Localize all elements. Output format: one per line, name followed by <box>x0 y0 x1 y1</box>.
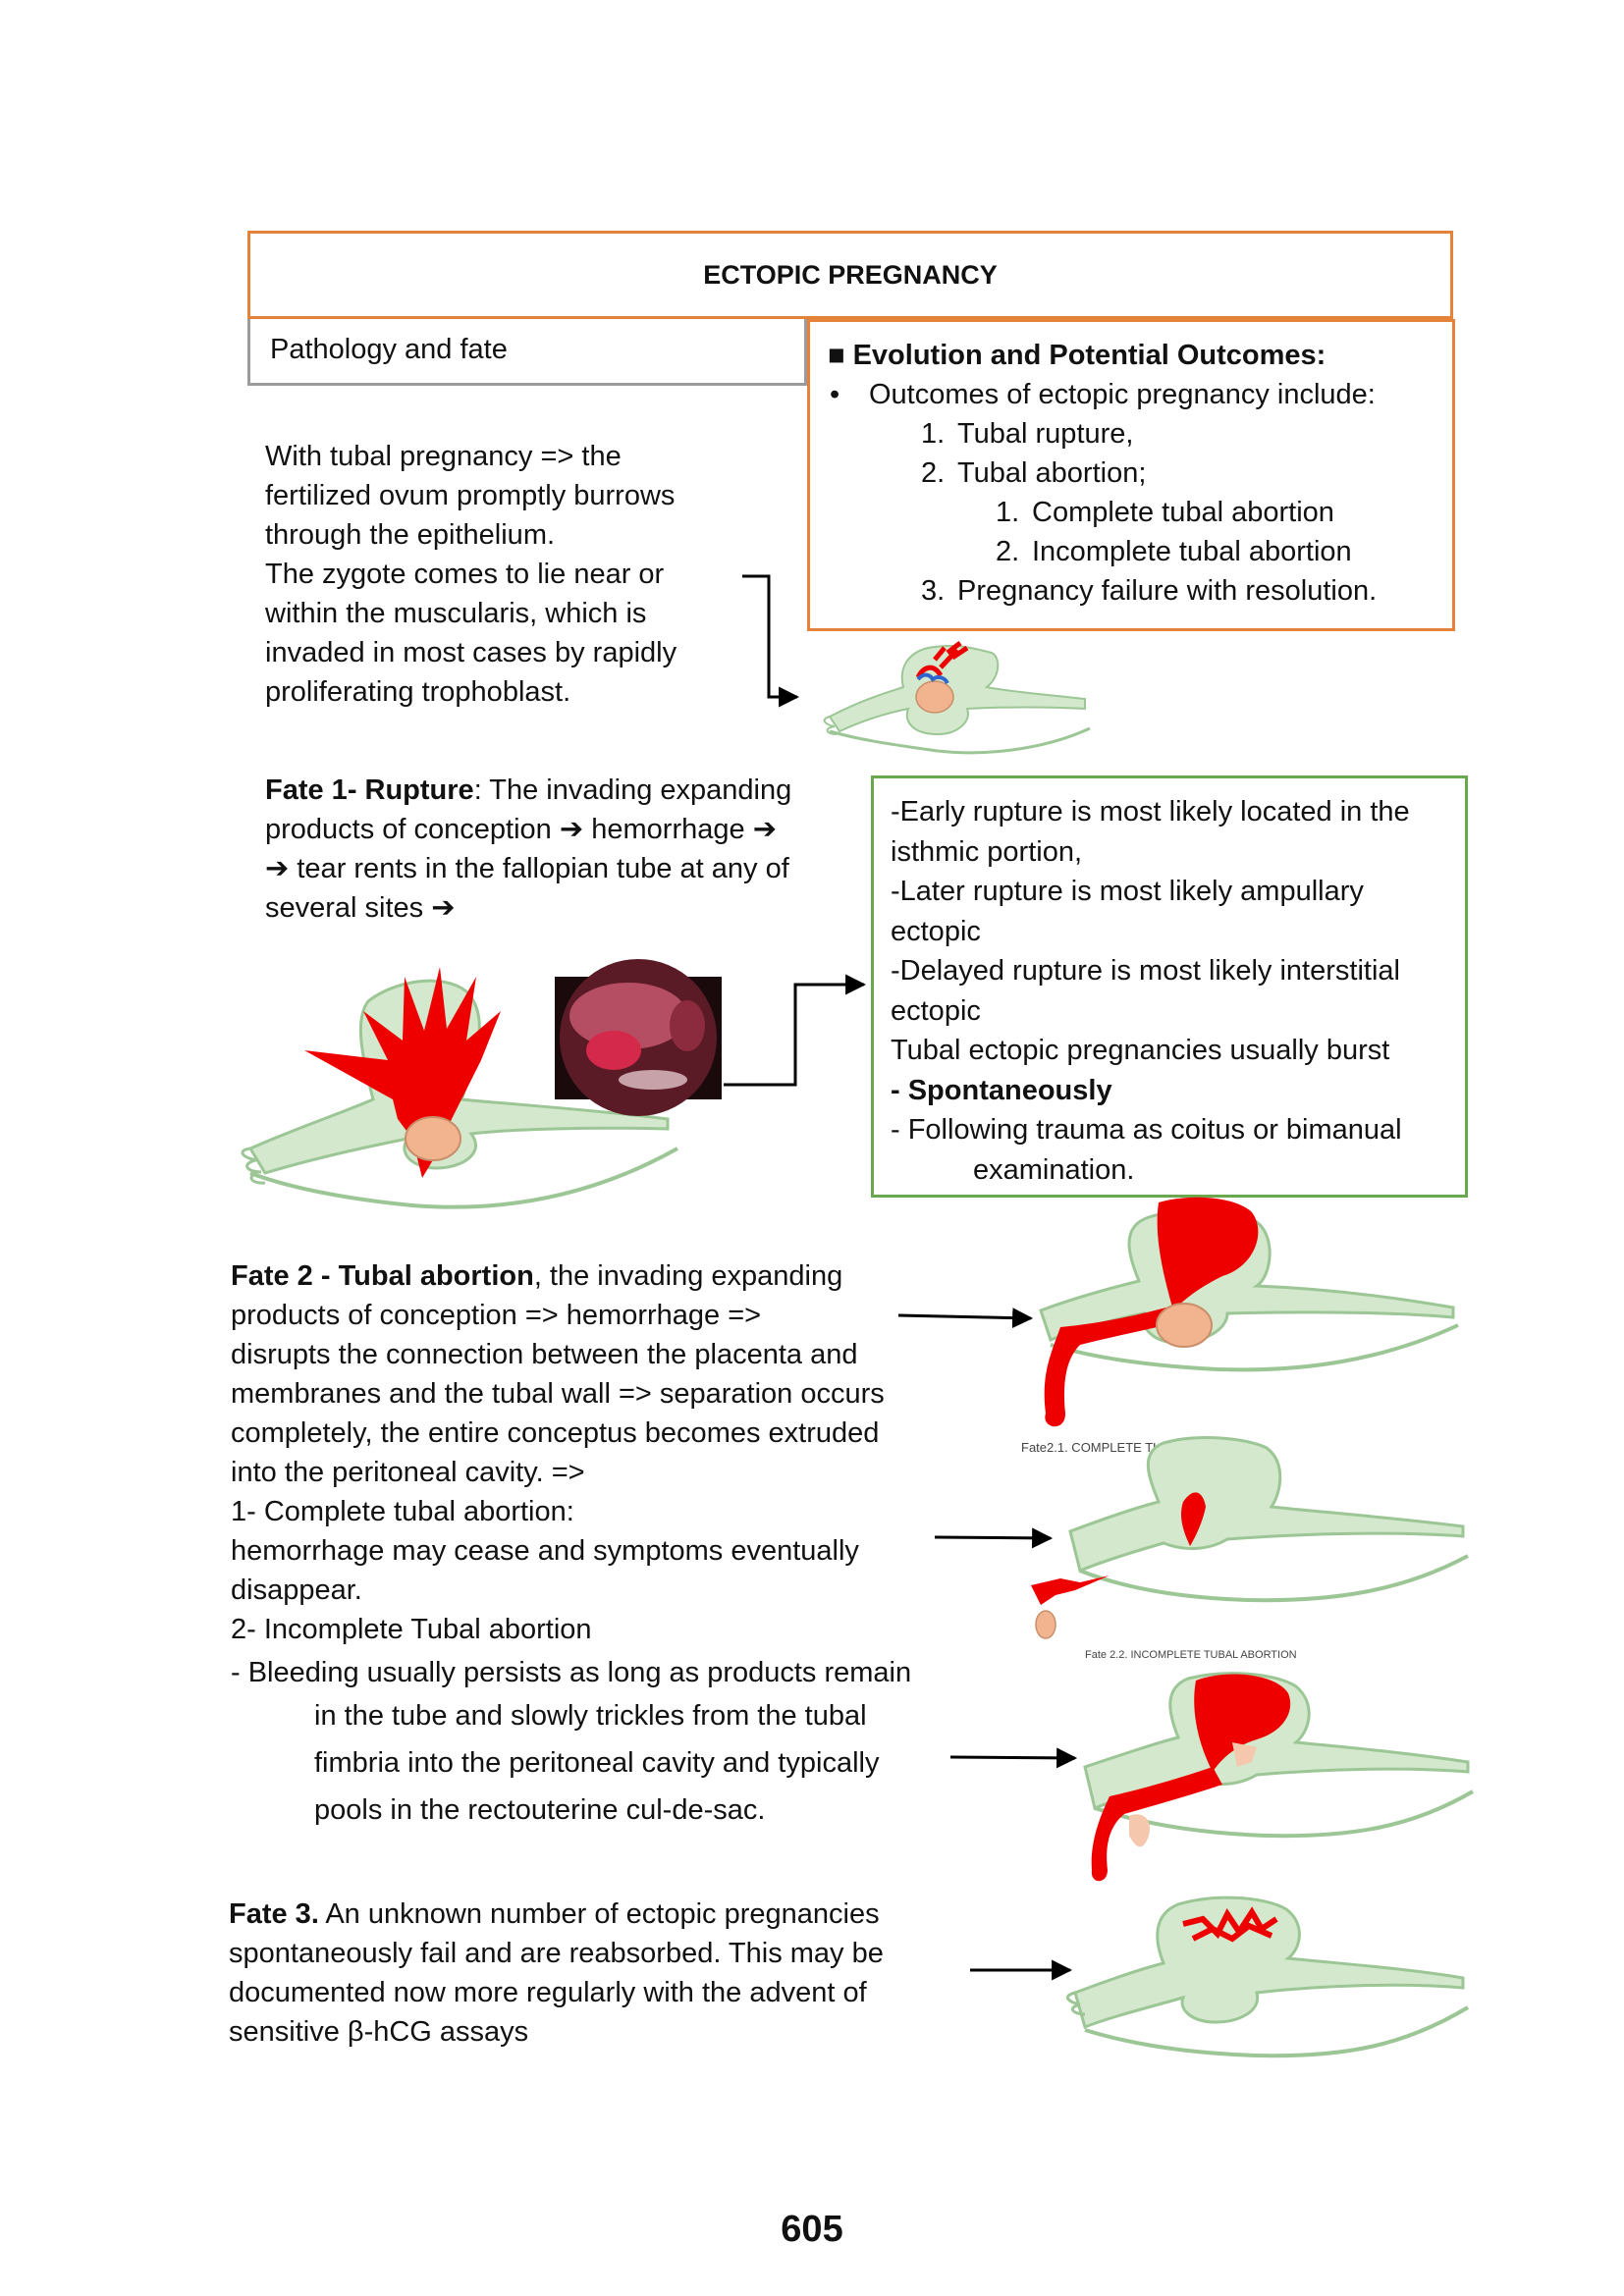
rupture-line: ectopic <box>891 915 981 947</box>
fate2-line: disrupts the connection between the plac… <box>231 1339 858 1370</box>
tube-diagram-incomplete-abortion-detail <box>1083 1672 1475 1882</box>
fate2-indent-line: fimbria into the peritoneal cavity and t… <box>314 1747 880 1779</box>
outcome-num: 2. <box>996 536 1020 567</box>
fate2-line: membranes and the tubal wall => separati… <box>231 1378 885 1410</box>
outcome-num: 2. <box>921 457 946 489</box>
fate2-heading: Fate 2 - Tubal abortion <box>231 1260 534 1292</box>
outcome-text: Pregnancy failure with resolution. <box>957 575 1378 607</box>
intro-line: fertilized ovum promptly burrows <box>265 480 676 511</box>
fate2-indent-line: in the tube and slowly trickles from the… <box>314 1700 867 1732</box>
tube-diagram-incomplete-abortion <box>1031 1436 1469 1639</box>
evolution-heading: ■ Evolution and Potential Outcomes: <box>828 340 1326 371</box>
fate2-paragraph: Fate 2 - Tubal abortion, the invading ex… <box>231 1256 911 1834</box>
outcome-item: 1. Tubal rupture, <box>828 414 1452 454</box>
outcome-num: 1. <box>921 418 946 450</box>
fate3-line: An unknown number of ectopic pregnancies <box>318 1898 880 1930</box>
outcome-item: 2. Tubal abortion; <box>828 454 1452 493</box>
rupture-line: isthmic portion, <box>891 835 1083 868</box>
fate3-line: documented now more regularly with the a… <box>229 1977 867 2008</box>
intro-line: within the muscularis, which is <box>265 598 647 629</box>
fate3-line: sensitive β-hCG assays <box>229 2016 529 2048</box>
outcome-num: 1. <box>996 497 1020 528</box>
evolution-intro: • Outcomes of ectopic pregnancy include: <box>828 375 1452 414</box>
rupture-line: - Following trauma as coitus or bimanual <box>891 1114 1402 1146</box>
intro-line: proliferating trophoblast. <box>265 676 571 708</box>
caption-incomplete-abortion: Fate 2.2. INCOMPLETE TUBAL ABORTION <box>1085 1649 1297 1661</box>
fate2-line: into the peritoneal cavity. => <box>231 1457 585 1488</box>
fate2-line: hemorrhage may cease and symptoms eventu… <box>231 1535 859 1567</box>
intro-paragraph: With tubal pregnancy => the fertilized o… <box>265 437 677 712</box>
fate2-line: - Bleeding usually persists as long as p… <box>231 1657 912 1688</box>
fate1-heading: Fate 1- Rupture <box>265 774 474 806</box>
fate1-line: several sites <box>265 892 424 924</box>
fate1-line: : The invading expanding <box>473 774 792 806</box>
arrow-right-icon: ➔ <box>752 814 777 845</box>
fate1-line: tear rents in the fallopian tube at any … <box>297 853 789 884</box>
rupture-line: -Early rupture is most likely located in… <box>891 796 1410 828</box>
laparoscopy-photo <box>555 959 722 1116</box>
pathology-label: Pathology and fate <box>247 319 807 386</box>
tube-diagram-complete-abortion <box>1039 1197 1459 1427</box>
outcome-subitem: 2. Incomplete tubal abortion <box>828 532 1452 571</box>
fate2-line: 2- Incomplete Tubal abortion <box>231 1614 592 1645</box>
fate2-line: 1- Complete tubal abortion: <box>231 1496 574 1527</box>
fate1-paragraph: Fate 1- Rupture: The invading expanding … <box>265 771 791 928</box>
pointer-arrow <box>949 1747 1078 1769</box>
rupture-line: -Later rupture is most likely ampullary <box>891 876 1364 907</box>
fate2-line: disappear. <box>231 1575 362 1606</box>
intro-line: through the epithelium. <box>265 519 556 551</box>
fate3-line: spontaneously fail and are reabsorbed. T… <box>229 1938 884 1969</box>
pointer-arrow <box>897 1308 1034 1329</box>
bullet-glyph: • <box>830 379 840 410</box>
pointer-arrow <box>934 1527 1054 1549</box>
connector-arrow <box>742 574 800 708</box>
outcome-text: Tubal rupture, <box>957 418 1134 450</box>
evolution-intro-text: Outcomes of ectopic pregnancy include: <box>869 379 1376 410</box>
rupture-bold-line: - Spontaneously <box>891 1074 1112 1106</box>
connector-arrow <box>724 974 867 1087</box>
fate2-line: completely, the entire conceptus becomes… <box>231 1417 880 1449</box>
page-title: ECTOPIC PREGNANCY <box>247 231 1453 319</box>
arrow-right-icon: ➔ <box>431 892 456 924</box>
fate2-line: , the invading expanding <box>533 1260 843 1292</box>
outcome-text: Complete tubal abortion <box>1032 497 1334 528</box>
fate3-heading: Fate 3. <box>229 1898 319 1930</box>
outcome-text: Incomplete tubal abortion <box>1032 536 1352 567</box>
outcome-text: Tubal abortion; <box>957 457 1147 489</box>
evolution-box: ■ Evolution and Potential Outcomes: • Out… <box>807 319 1455 631</box>
arrow-right-icon: ➔ <box>265 853 290 884</box>
tube-diagram-resorption <box>1065 1896 1470 2058</box>
rupture-line: Tubal ectopic pregnancies usually burst <box>891 1035 1390 1066</box>
intro-line: The zygote comes to lie near or <box>265 559 665 590</box>
outcome-subitem: 1. Complete tubal abortion <box>828 493 1452 532</box>
fate2-line: products of conception => hemorrhage => <box>231 1300 762 1331</box>
rupture-line: ectopic <box>891 994 981 1027</box>
rupture-line: -Delayed rupture is most likely intersti… <box>891 955 1400 987</box>
fate1-line: hemorrhage <box>591 814 745 845</box>
fate2-indent-line: pools in the rectouterine cul-de-sac. <box>314 1794 766 1826</box>
arrow-right-icon: ➔ <box>559 814 584 845</box>
fate3-paragraph: Fate 3. An unknown number of ectopic pre… <box>229 1895 884 2052</box>
outcome-num: 3. <box>921 575 946 607</box>
fate1-line: products of conception <box>265 814 552 845</box>
intro-line: invaded in most cases by rapidly <box>265 637 677 668</box>
intro-line: With tubal pregnancy => the <box>265 441 622 472</box>
tube-diagram-implantation <box>823 641 1091 755</box>
rupture-line: examination. <box>973 1153 1135 1186</box>
outcome-item: 3. Pregnancy failure with resolution. <box>828 571 1452 611</box>
tube-diagram-rupture <box>241 967 678 1209</box>
page-number: 605 <box>781 2209 843 2250</box>
rupture-sites-box: -Early rupture is most likely located in… <box>871 775 1468 1198</box>
